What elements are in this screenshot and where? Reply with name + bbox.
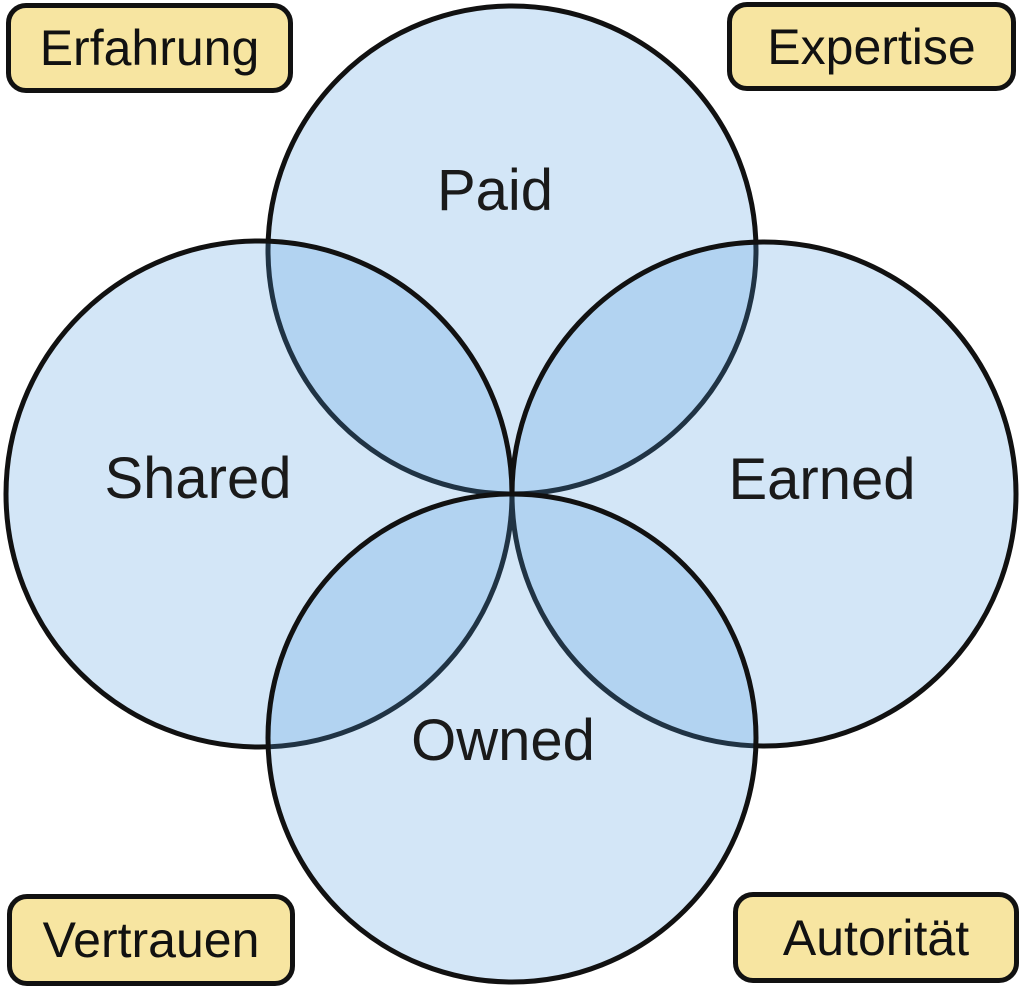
corner-label-top-right-text: Expertise bbox=[767, 18, 976, 75]
shared-circle-label: Shared bbox=[104, 446, 291, 511]
owned-circle-label: Owned bbox=[411, 708, 595, 773]
owned-circle bbox=[265, 491, 759, 985]
corner-label-bottom-right-text: Autorität bbox=[782, 909, 970, 966]
corner-label-bottom-right: Autorität bbox=[733, 892, 1019, 983]
earned-circle-label: Earned bbox=[728, 447, 915, 512]
paid-circle-label: Paid bbox=[437, 158, 553, 223]
corner-label-bottom-left-text: Vertrauen bbox=[42, 912, 260, 968]
corner-label-top-right: Expertise bbox=[727, 2, 1016, 91]
corner-label-top-left-text: Erfahrung bbox=[39, 20, 260, 76]
corner-label-bottom-left: Vertrauen bbox=[7, 894, 295, 986]
corner-label-top-left: Erfahrung bbox=[6, 3, 293, 93]
